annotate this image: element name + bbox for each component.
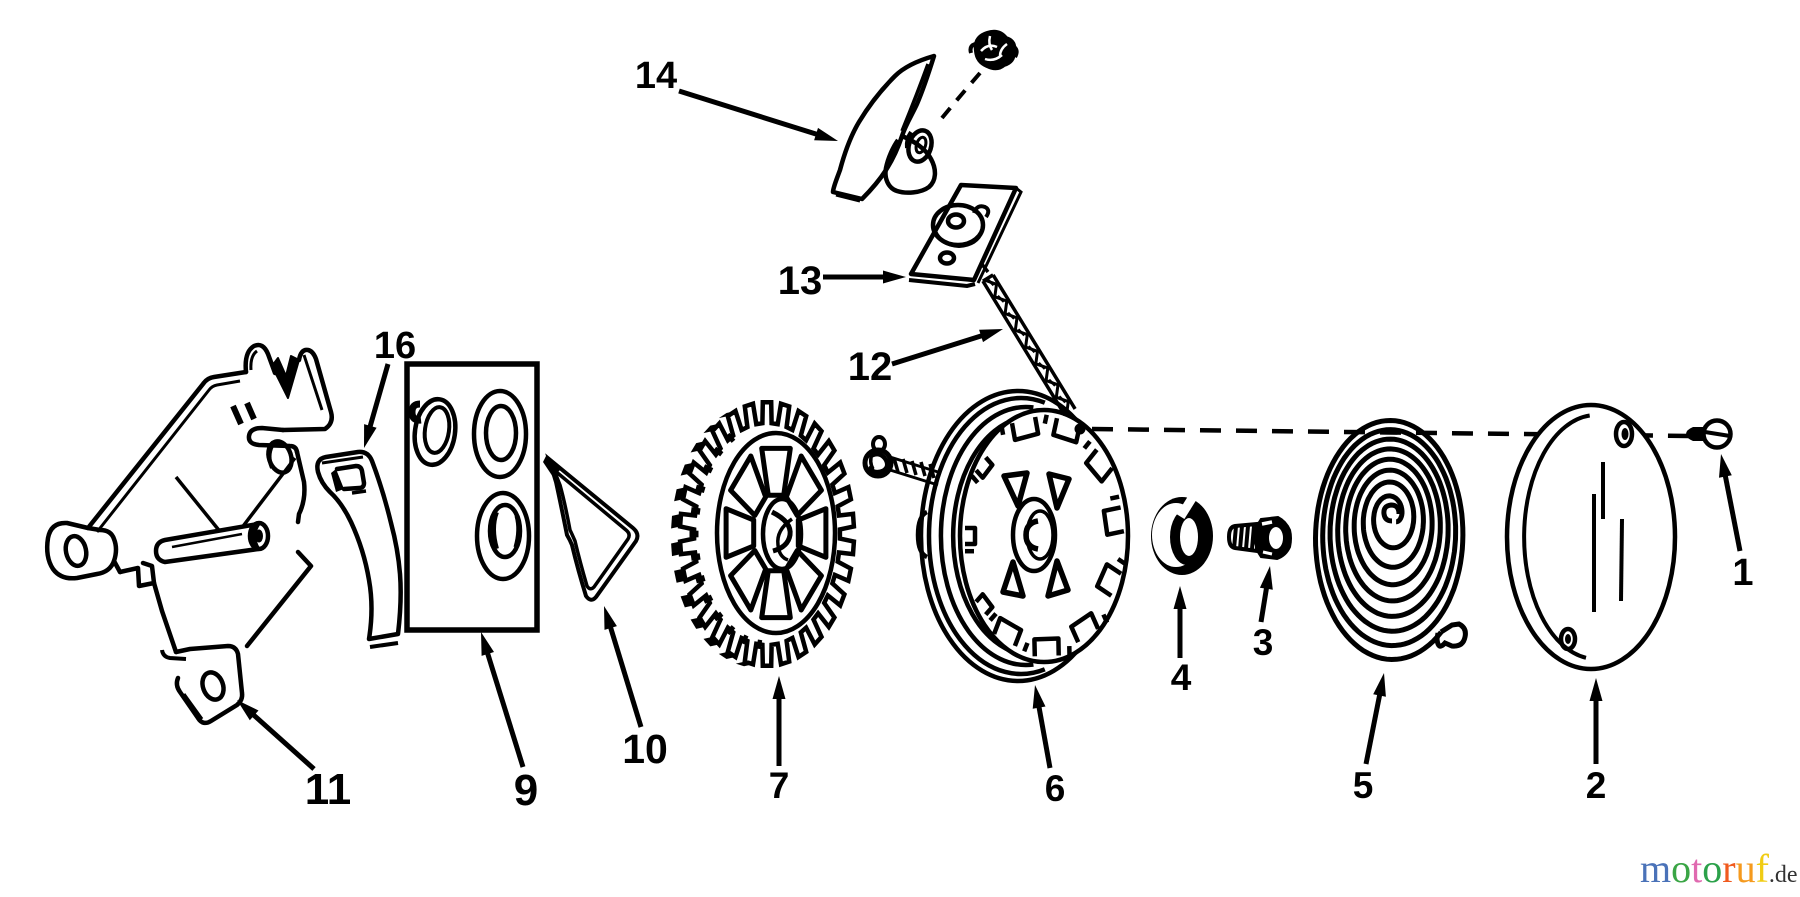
svg-text:14: 14 xyxy=(635,55,677,97)
svg-text:16: 16 xyxy=(374,325,416,367)
svg-text:5: 5 xyxy=(1353,765,1374,806)
svg-text:12: 12 xyxy=(848,345,893,389)
svg-text:13: 13 xyxy=(778,259,823,303)
svg-text:10: 10 xyxy=(622,726,668,772)
svg-text:2: 2 xyxy=(1586,765,1607,806)
svg-text:9: 9 xyxy=(514,766,538,815)
svg-text:3: 3 xyxy=(1253,622,1274,663)
svg-text:1: 1 xyxy=(1732,552,1753,594)
svg-text:11: 11 xyxy=(305,765,352,814)
svg-text:6: 6 xyxy=(1045,768,1066,809)
svg-text:motoruf.de: motoruf.de xyxy=(1640,846,1798,891)
svg-text:7: 7 xyxy=(769,765,790,806)
svg-text:4: 4 xyxy=(1171,657,1192,698)
